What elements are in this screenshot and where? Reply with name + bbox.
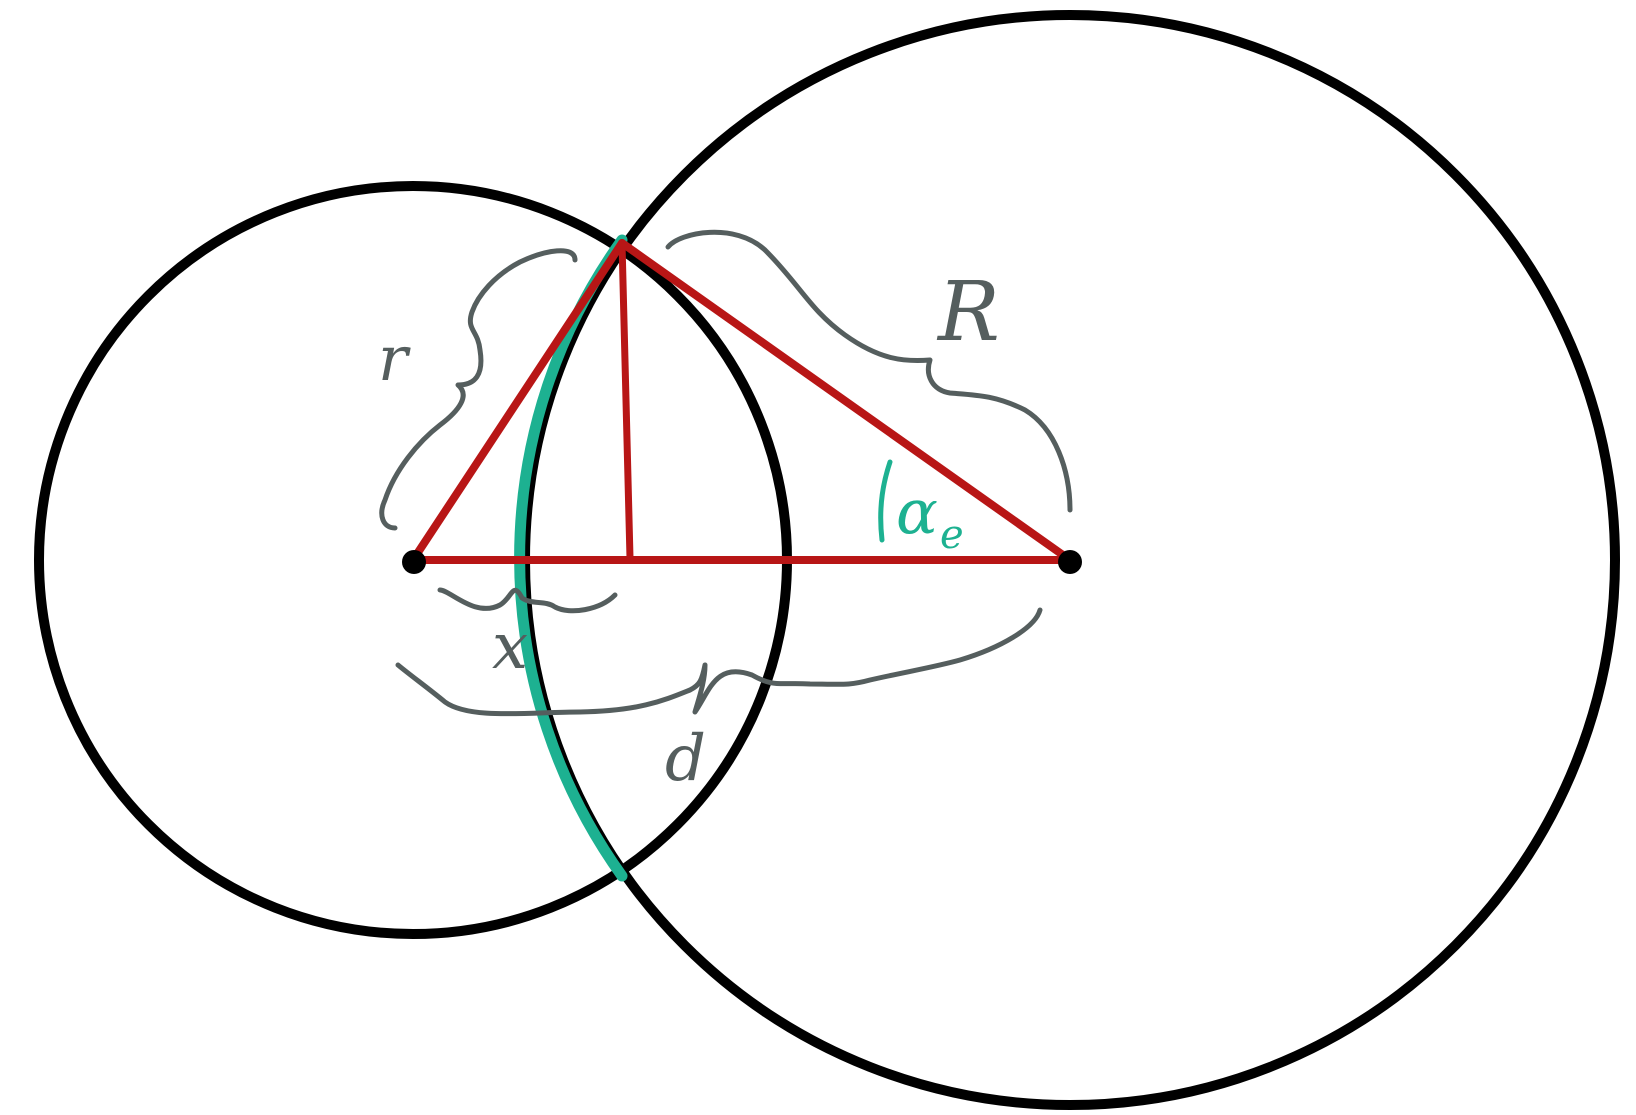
label-R: R: [936, 265, 1000, 360]
angle-mark: [878, 459, 893, 543]
brace-d: [395, 607, 1043, 717]
label-d: d: [665, 722, 706, 796]
label-alpha: α: [896, 475, 938, 548]
small-center-point: [402, 550, 426, 574]
label-r: r: [378, 322, 411, 395]
radius-R-segment: [618, 239, 1074, 564]
radius-r-segment: [409, 239, 626, 564]
brace-x: [437, 587, 618, 614]
height-segment: [618, 239, 634, 562]
label-alpha-subscript: e: [940, 512, 964, 558]
brace-R: [665, 229, 1073, 513]
large-center-point: [1058, 550, 1082, 574]
label-x: x: [492, 610, 528, 684]
brace-r: [379, 248, 578, 531]
